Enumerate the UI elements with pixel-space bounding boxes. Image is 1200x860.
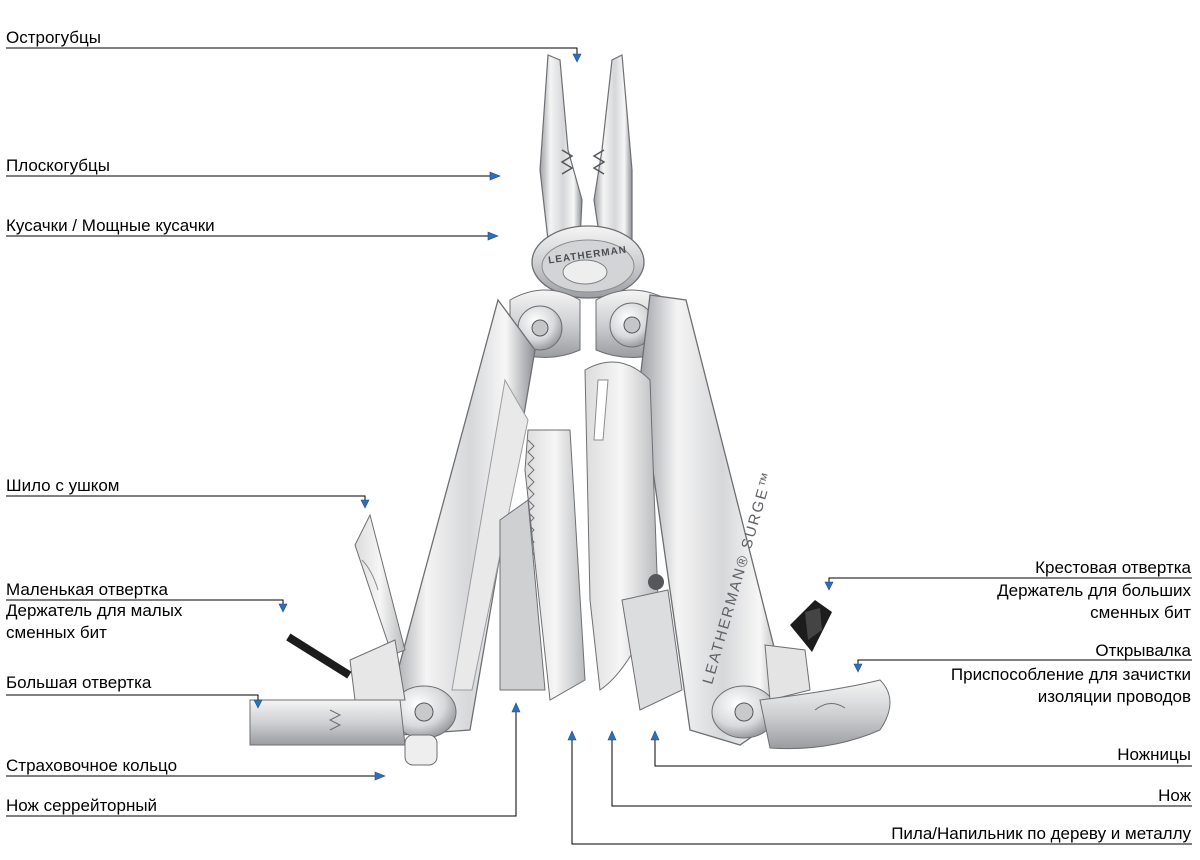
label-knife: Нож [1158,786,1191,805]
leader-scissors [650,730,1192,767]
label-needlenose-pliers: Острогубцы [6,28,102,47]
leader-lanyard-ring [6,771,386,781]
label-small-bit-holder-line1: Держатель для малых [6,601,183,620]
leader-large-screwdriver [6,694,263,709]
leader-needlenose-pliers [6,47,582,63]
label-lanyard-ring: Страховочное кольцо [6,756,178,775]
leader-knife [607,730,1192,807]
leader-wire-cutters [6,231,499,241]
left-side-tools [249,513,438,766]
label-regular-pliers: Плоскогубцы [6,156,110,175]
label-serrated-knife: Нож серрейторный [6,796,158,815]
serrated-blade [499,429,586,701]
label-large-bit-holder: Держатель для больших сменных бит [997,580,1191,624]
leader-small-screwdriver [6,599,288,613]
leader-serrated-knife [6,702,521,817]
leader-saw-file [567,730,1192,845]
scissors-tool [621,574,683,711]
label-large-screwdriver: Большая отвертка [6,673,152,692]
label-saw-file: Пила/Напильник по дереву и металлу [891,824,1191,843]
right-side-tools [759,600,891,750]
leader-bottle-opener [853,659,1192,673]
label-wire-stripper-line1: Приспособление для зачистки [950,665,1191,684]
label-small-screwdriver: Маленькая отвертка [6,580,168,599]
leader-phillips-screwdriver [824,577,1192,591]
label-wire-stripper: Приспособление для зачистки изоляции про… [951,664,1191,708]
label-scissors: Ножницы [1117,745,1191,764]
label-awl: Шило с ушком [6,476,120,495]
label-small-bit-holder-line2: сменных бит [6,623,107,642]
pivot-head: LEATHERMAN [531,225,645,299]
pliers-jaws [539,54,633,241]
leader-awl [6,495,370,509]
left-handle [389,298,536,739]
label-large-bit-holder-line1: Держатель для больших [997,581,1191,600]
label-wire-stripper-line2: изоляции проводов [1037,687,1191,706]
label-large-bit-holder-line2: сменных бит [1090,603,1191,622]
label-phillips-screwdriver: Крестовая отвертка [1035,558,1191,577]
label-small-bit-holder: Держатель для малых сменных бит [6,600,182,644]
label-bottle-opener: Открывалка [1095,641,1191,660]
leader-regular-pliers [6,171,501,181]
label-wire-cutters: Кусачки / Мощные кусачки [6,216,215,235]
